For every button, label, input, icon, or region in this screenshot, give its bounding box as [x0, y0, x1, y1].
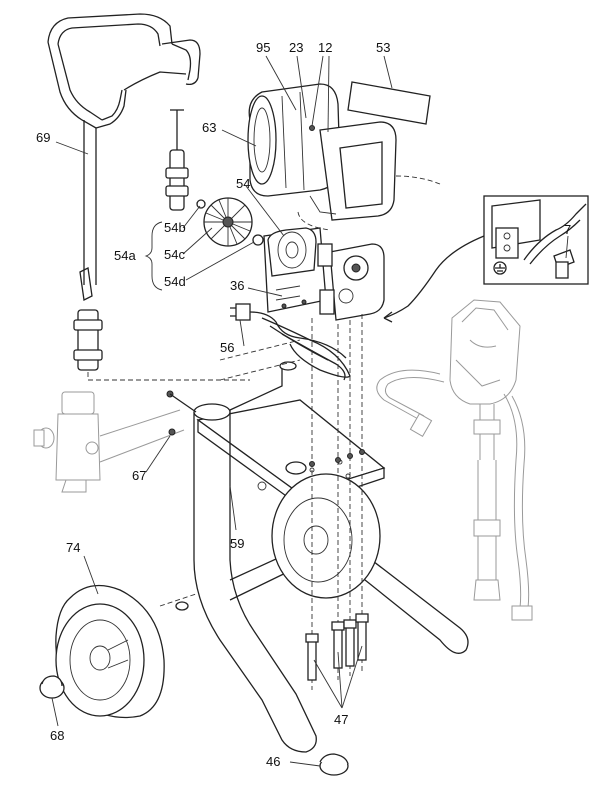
callout-47: 47 — [334, 712, 348, 727]
callout-56: 56 — [220, 340, 234, 355]
callout-74: 74 — [66, 540, 80, 555]
callout-12: 12 — [318, 40, 332, 55]
motor-gear-assembly — [263, 227, 385, 321]
callout-69: 69 — [36, 130, 50, 145]
callout-7: 7 — [564, 222, 571, 237]
callout-36: 36 — [230, 278, 244, 293]
callout-54: 54 — [236, 176, 250, 191]
callout-68: 68 — [50, 728, 64, 743]
leader-lines — [51, 55, 569, 767]
ghost-filter-manifold — [33, 391, 185, 493]
callout-54a: 54a — [114, 248, 136, 263]
front-wheel — [55, 584, 189, 719]
ghost-pump-gun — [376, 299, 533, 621]
motor-shroud — [297, 81, 441, 231]
fan-parts — [196, 197, 264, 247]
handle-lower-parts — [73, 267, 250, 381]
motor-housing — [247, 83, 341, 197]
callout-23: 23 — [289, 40, 303, 55]
frame-screws — [166, 390, 197, 436]
callout-54c: 54c — [164, 247, 185, 262]
callout-54d: 54d — [164, 274, 186, 289]
handle-assembly — [47, 13, 201, 285]
callout-54b: 54b — [164, 220, 186, 235]
power-cord — [230, 303, 351, 381]
ground-detail-inset — [383, 195, 589, 323]
callout-63: 63 — [202, 120, 216, 135]
back-wheel — [271, 473, 381, 599]
callout-53: 53 — [376, 40, 390, 55]
callout-labels: 95 23 12 53 63 69 54 54b 54a 54c 54d 36 … — [36, 40, 571, 769]
callout-95: 95 — [256, 40, 270, 55]
callout-59: 59 — [230, 536, 244, 551]
bolts-and-assembly-lines — [219, 314, 369, 690]
callout-67: 67 — [132, 468, 146, 483]
callout-46: 46 — [266, 754, 280, 769]
wheel-caps — [39, 675, 349, 776]
